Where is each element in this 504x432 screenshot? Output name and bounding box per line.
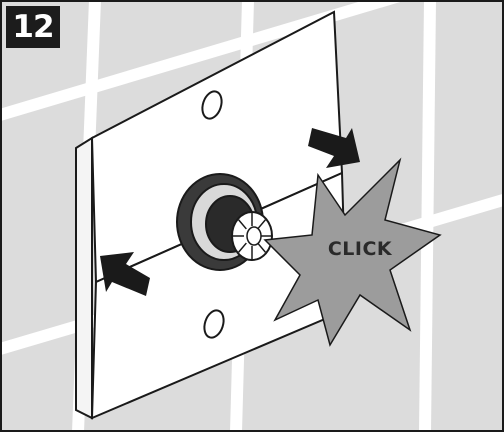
upper-screw-hole [201,90,223,120]
click-starburst-icon [263,157,442,347]
click-callout-text: CLICK [327,238,393,260]
valve-stem-spline [257,219,267,230]
push-arrow-icon [308,128,360,168]
push-arrow-icon [100,252,150,296]
lower-screw-hole [203,309,225,339]
valve-stem-spline [237,219,247,230]
valve-stem-spline [237,242,247,253]
valve-stem-tip [246,226,262,246]
step-number-badge: 12 [6,6,60,48]
valve-stem-spline [257,242,267,253]
plate-side-edge [75,136,93,420]
